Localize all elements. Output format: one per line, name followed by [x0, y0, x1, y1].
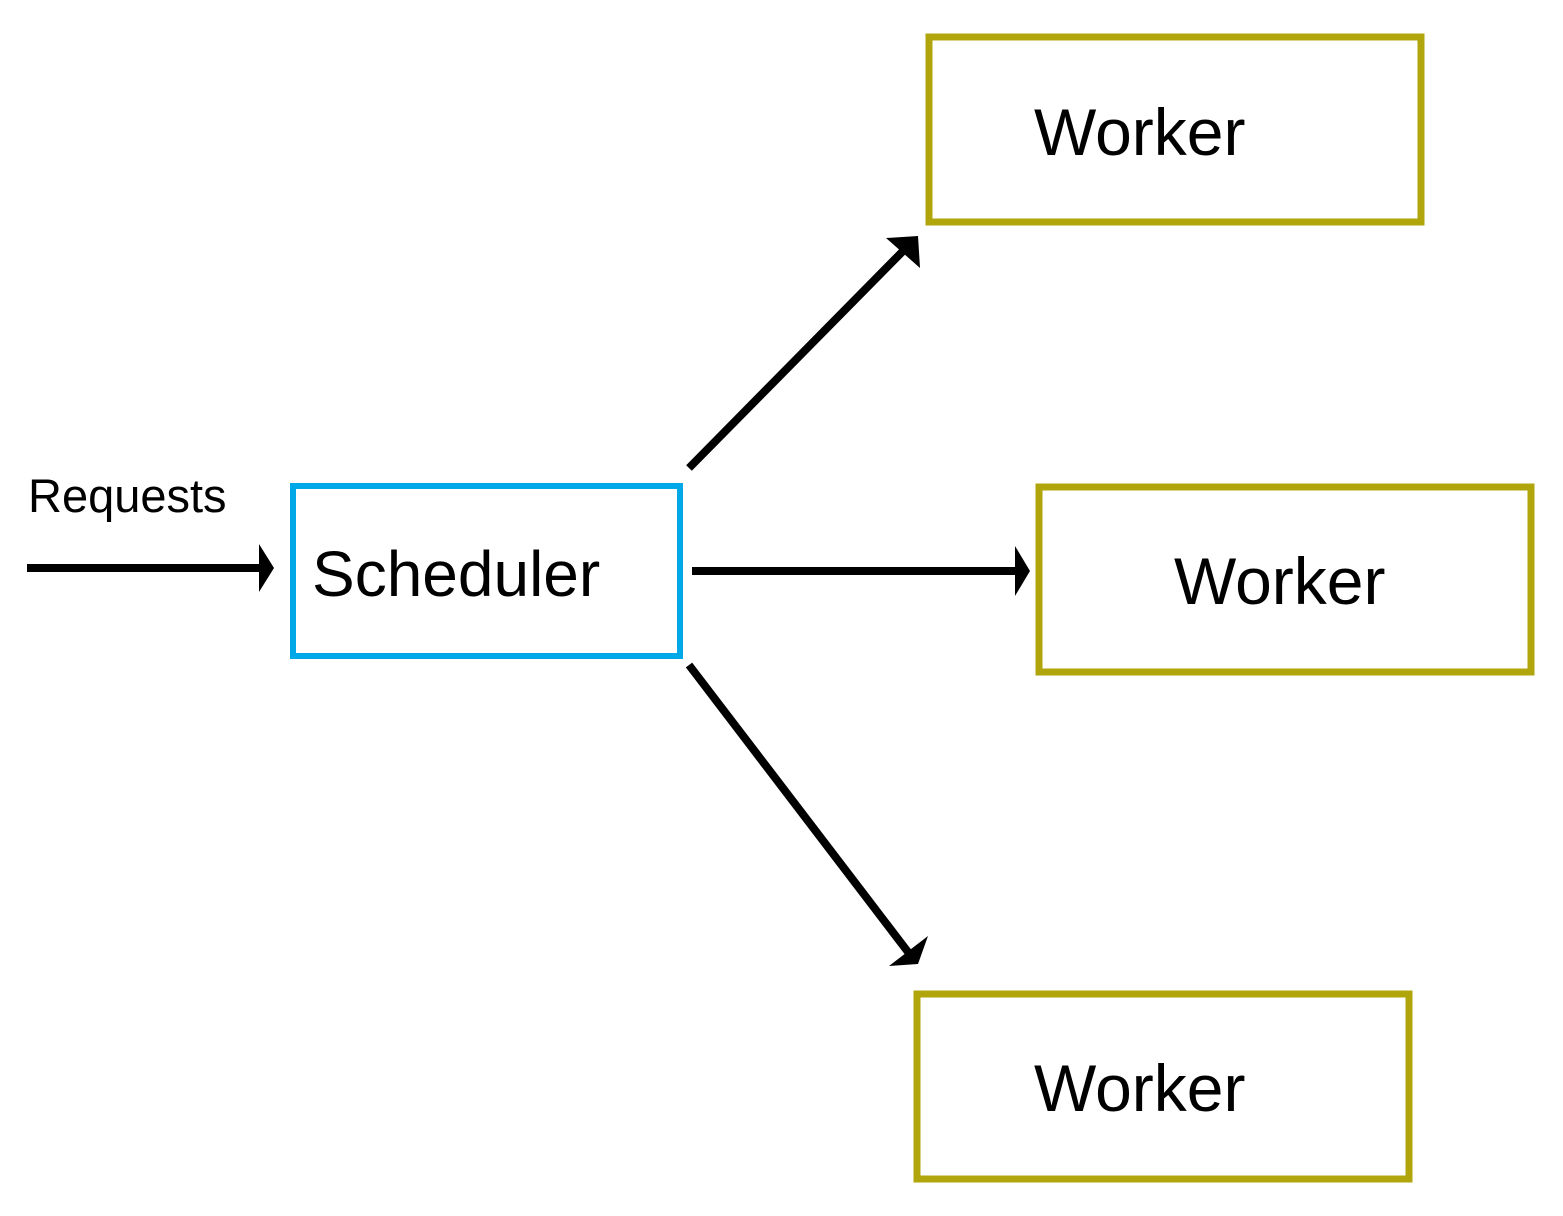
worker-box-bottom — [913, 990, 1413, 1183]
requests-label: Requests — [28, 469, 227, 522]
worker-node-top: Worker — [925, 33, 1425, 226]
worker-node-middle: Worker — [1035, 483, 1535, 676]
worker-label-middle: Worker — [1174, 544, 1385, 618]
worker-box-top — [925, 33, 1425, 226]
arrow-to-worker-middle — [692, 546, 1030, 596]
worker-label-bottom: Worker — [1034, 1051, 1245, 1125]
scheduler-box — [290, 483, 683, 659]
worker-label-top: Worker — [1034, 95, 1245, 169]
worker-node-bottom: Worker — [913, 990, 1413, 1183]
arrow-to-worker-bottom — [685, 662, 928, 966]
scheduler-node: Scheduler — [290, 483, 683, 659]
worker-box-middle — [1035, 483, 1535, 676]
scheduler-label: Scheduler — [312, 538, 600, 610]
requests-arrow — [27, 544, 274, 592]
arrow-to-worker-top — [686, 236, 920, 471]
